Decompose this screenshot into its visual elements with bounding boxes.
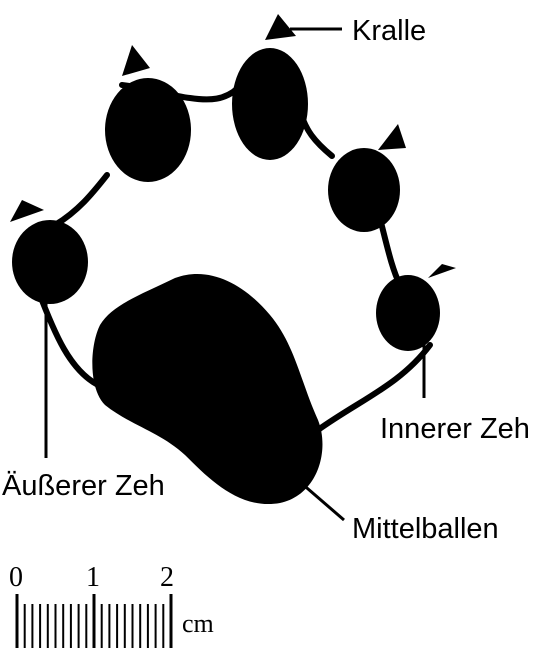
paw-outline — [35, 82, 433, 433]
claw-inner — [428, 264, 456, 278]
scale-tick-label-0: 0 — [9, 562, 23, 593]
label-claw: Kralle — [352, 15, 426, 47]
toe-3 — [232, 48, 308, 160]
scale-bar: 0 1 2 cm — [9, 562, 214, 648]
leader-center-pad — [299, 480, 345, 522]
scale-unit: cm — [182, 609, 214, 638]
center-pad — [92, 273, 323, 505]
toe-inner — [376, 275, 440, 351]
toe-outer — [12, 220, 88, 304]
claw-4 — [378, 124, 406, 150]
claw-3 — [265, 14, 296, 40]
toe-2 — [105, 78, 191, 182]
claw-2 — [122, 45, 150, 76]
scale-ticks — [15, 594, 173, 648]
label-outer-toe: Äußerer Zeh — [2, 470, 165, 502]
label-inner-toe: Innerer Zeh — [380, 413, 530, 445]
claw-outer — [10, 200, 44, 222]
toe-4 — [328, 148, 400, 232]
scale-tick-label-1: 1 — [86, 562, 100, 593]
scale-tick-label-2: 2 — [160, 562, 174, 593]
label-center-pad: Mittelballen — [352, 513, 499, 545]
